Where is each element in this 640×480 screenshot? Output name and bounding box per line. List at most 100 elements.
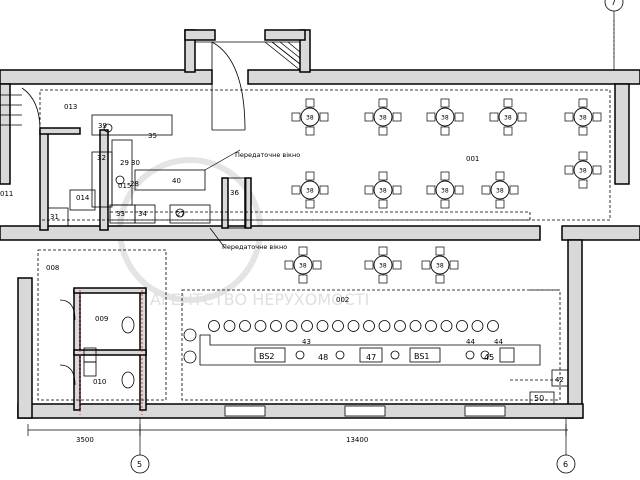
room-label-001: 001 xyxy=(466,155,479,163)
kitchen-equipment xyxy=(47,114,247,229)
bar-stool xyxy=(301,320,313,332)
stairs xyxy=(195,41,301,131)
chair xyxy=(392,112,402,122)
chair xyxy=(291,112,301,122)
chair xyxy=(489,112,499,122)
chair xyxy=(378,98,388,108)
table-top xyxy=(573,160,593,180)
bar-stool xyxy=(239,320,251,332)
chair xyxy=(503,98,513,108)
equip-35: 35 xyxy=(148,132,157,140)
chair xyxy=(495,171,505,181)
chairs-left xyxy=(183,328,197,364)
chair xyxy=(378,274,388,284)
dining-table: 38 xyxy=(284,246,322,284)
equip-31: 31 xyxy=(50,213,59,221)
table-label: 38 xyxy=(306,115,314,122)
pass-windows xyxy=(204,149,241,249)
chair xyxy=(449,260,459,270)
dining-table: 38 xyxy=(364,98,402,136)
bar-stool xyxy=(487,320,499,332)
room-label-011: 011 xyxy=(0,190,13,198)
bar-stool xyxy=(394,320,406,332)
room-label-014: 014 xyxy=(76,194,90,202)
equip-40: 40 xyxy=(172,177,181,185)
bar-stool xyxy=(270,320,282,332)
chair xyxy=(495,199,505,209)
equip-45: 45 xyxy=(484,353,494,362)
table-top xyxy=(435,107,455,127)
bar-stools xyxy=(208,320,499,332)
table-label: 38 xyxy=(306,188,314,195)
chair xyxy=(578,126,588,136)
chair xyxy=(592,112,602,122)
dining-table: 38 xyxy=(364,171,402,209)
table-top xyxy=(573,107,593,127)
table-top xyxy=(490,180,510,200)
walls xyxy=(0,29,640,419)
chair xyxy=(517,112,527,122)
table-top xyxy=(430,255,450,275)
table-top xyxy=(498,107,518,127)
watermark-text: АГЕНТСТВО НЕРУХОМОСТІ xyxy=(150,290,369,309)
equip-29: 29 xyxy=(120,159,129,167)
chair xyxy=(440,199,450,209)
bar-stool xyxy=(208,320,220,332)
chair xyxy=(378,199,388,209)
chair xyxy=(378,126,388,136)
equipment-labels: 39 35 32 29 30 40 36 31 33 34 28 27 43 4… xyxy=(50,122,564,403)
dining-table: 38 xyxy=(426,171,464,209)
bar-stool xyxy=(223,320,236,332)
table-label: 38 xyxy=(299,263,307,270)
bar-stool xyxy=(363,320,375,332)
left-stairs xyxy=(0,87,41,131)
chair xyxy=(564,112,574,122)
chair xyxy=(578,98,588,108)
room-label-009: 009 xyxy=(95,315,108,323)
bar-stool xyxy=(316,320,329,332)
dining-table: 38 xyxy=(564,98,602,136)
dining-table: 38 xyxy=(426,98,464,136)
table-label: 38 xyxy=(436,263,444,270)
room-label-008: 008 xyxy=(46,264,59,272)
equip-bs1: BS1 xyxy=(414,352,430,361)
chair xyxy=(364,260,374,270)
pass-window-note-1: Передаточне вікно xyxy=(235,151,300,159)
chair xyxy=(454,185,464,195)
chair xyxy=(364,185,374,195)
room-labels: 013 011 014 015 001 008 009 010 002 xyxy=(0,103,479,386)
table-label: 38 xyxy=(379,263,387,270)
table-label: 38 xyxy=(441,188,449,195)
equip-32: 32 xyxy=(97,154,106,162)
chair xyxy=(298,246,308,256)
dining-table: 38 xyxy=(291,98,329,136)
chair xyxy=(564,165,574,175)
table-label: 38 xyxy=(579,115,587,122)
equip-42: 42 xyxy=(555,376,564,384)
table-top xyxy=(435,180,455,200)
bar-stool xyxy=(347,320,360,332)
dimension-left: 3500 xyxy=(76,436,94,444)
equip-48: 48 xyxy=(318,353,328,362)
table-label: 38 xyxy=(496,188,504,195)
bar-stool xyxy=(378,320,391,332)
chair xyxy=(440,98,450,108)
chair xyxy=(319,185,329,195)
equip-33: 33 xyxy=(116,210,125,218)
chair xyxy=(364,112,374,122)
table-top xyxy=(300,107,320,127)
toilet-fixtures xyxy=(59,299,135,389)
dining-table: 38 xyxy=(364,246,402,284)
table-label: 38 xyxy=(441,115,449,122)
axis-markers: 5 6 7 xyxy=(130,0,624,474)
chair xyxy=(305,171,315,181)
bar-stool xyxy=(409,320,422,332)
room-label-013: 013 xyxy=(64,103,77,111)
chair xyxy=(592,165,602,175)
dimension-lines xyxy=(27,10,615,455)
equip-bs2: BS2 xyxy=(259,352,275,361)
dining-table: 38 xyxy=(481,171,519,209)
chair xyxy=(435,246,445,256)
table-top xyxy=(373,180,393,200)
